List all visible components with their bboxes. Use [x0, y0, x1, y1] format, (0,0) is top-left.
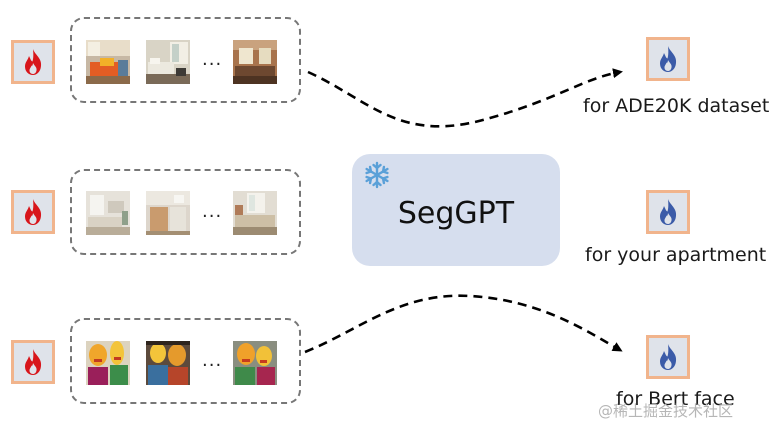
example-image-row-1-b	[146, 40, 190, 84]
input-prompt-icon-row-1	[11, 40, 55, 84]
watermark: @稀土掘金技术社区	[598, 402, 734, 420]
arrow-row-1	[307, 68, 623, 128]
example-image-row-2-a	[86, 191, 130, 235]
fire-icon	[660, 46, 677, 72]
output-label-row-2: for your apartment	[585, 244, 767, 266]
fire-icon	[25, 199, 42, 225]
output-model-icon-row-2	[646, 190, 690, 234]
ellipsis-row-1: ...	[202, 49, 223, 70]
fire-icon	[25, 349, 42, 375]
example-images-group-row-3: ...	[70, 318, 301, 404]
example-image-row-1-c	[233, 40, 277, 84]
example-image-row-2-b	[146, 191, 190, 235]
example-images-group-row-2: ...	[70, 169, 301, 255]
example-image-row-3-c	[233, 341, 277, 385]
output-label-row-1: for ADE20K dataset	[583, 95, 769, 117]
arrow-row-3	[304, 294, 623, 354]
output-model-icon-row-1	[646, 37, 690, 81]
example-image-row-2-c	[233, 191, 277, 235]
fire-icon	[660, 199, 677, 225]
snowflake-icon	[363, 161, 391, 189]
input-prompt-icon-row-3	[11, 340, 55, 384]
example-image-row-1-a	[86, 40, 130, 84]
model-name: SegGPT	[397, 196, 515, 231]
ellipsis-row-2: ...	[202, 201, 223, 222]
ellipsis-row-3: ...	[202, 350, 223, 371]
example-image-row-3-b	[146, 341, 190, 385]
example-image-row-3-a	[86, 341, 130, 385]
fire-icon	[660, 344, 677, 370]
output-model-icon-row-3	[646, 335, 690, 379]
example-images-group-row-1: ...	[70, 17, 301, 103]
seggpt-model-box: SegGPT	[352, 154, 560, 266]
output-label-row-3: for Bert face	[616, 388, 735, 410]
fire-icon	[25, 49, 42, 75]
input-prompt-icon-row-2	[11, 190, 55, 234]
